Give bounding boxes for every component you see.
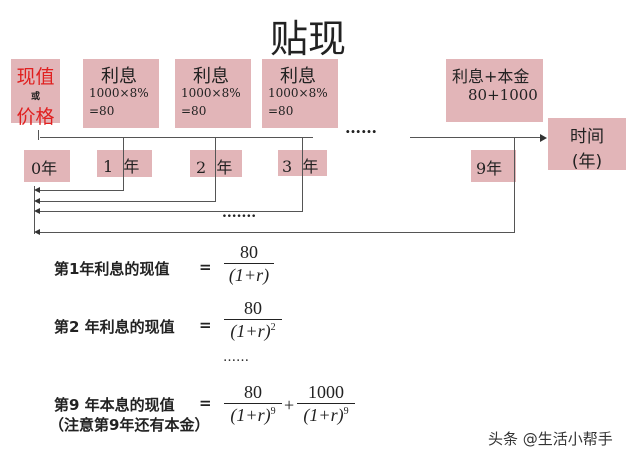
arrows-ellipsis: ....... — [222, 205, 257, 221]
year-0-box: 0年 — [24, 150, 70, 182]
interest-formula: 1000×8% — [268, 86, 328, 100]
formula-ellipsis: …… — [223, 350, 249, 365]
denominator-base: (1+r) — [230, 321, 271, 341]
interest-title: 利息 — [101, 66, 137, 87]
final-title: 利息+本金 — [452, 67, 530, 86]
interest-result: =80 — [181, 104, 207, 118]
denominator: (1+r)9 — [297, 403, 355, 426]
year-2-box: 2 年 — [190, 150, 242, 177]
principal-interest-box: 利息+本金 80+1000 — [446, 59, 543, 122]
exponent: 9 — [343, 406, 349, 417]
year-unit-label: (年) — [571, 152, 603, 172]
discount-line-1 — [36, 190, 124, 191]
axis-ellipsis: …… — [345, 118, 377, 137]
discount-line-3 — [36, 211, 303, 212]
present-label: 现值 — [16, 66, 55, 88]
price-label: 价格 — [16, 106, 55, 128]
arrow-left-icon — [34, 208, 40, 214]
axis-arrow-icon — [540, 134, 547, 142]
denominator: (1+r)9 — [224, 403, 282, 426]
interest-result: =80 — [268, 104, 294, 118]
discount-line-9 — [514, 137, 515, 233]
year-label: 1 年 — [103, 157, 140, 176]
exponent: 2 — [270, 322, 276, 333]
interest-formula: 1000×8% — [181, 86, 241, 100]
arrow-left-icon — [34, 187, 40, 193]
interest-title: 利息 — [280, 66, 316, 87]
arrow-left-icon — [34, 229, 40, 235]
year-9-box: 9年 — [471, 150, 516, 182]
time-axis-line-end — [410, 137, 542, 138]
denominator-base: (1+r) — [303, 405, 344, 425]
discount-line-3 — [302, 137, 303, 212]
final-value: 80+1000 — [468, 86, 538, 104]
year-label: 2 年 — [196, 158, 233, 177]
formula-9-label: 第9 年本息的现值 — [54, 396, 175, 414]
formula-2-fraction: 80(1+r)2 — [224, 298, 282, 342]
arrow-left-icon — [34, 198, 40, 204]
interest-box-2: 利息 1000×8% =80 — [175, 59, 251, 128]
exponent: 9 — [270, 406, 276, 417]
discount-line-2 — [36, 201, 216, 202]
denominator-base: (1+r) — [228, 265, 270, 285]
denominator-base: (1+r) — [230, 405, 271, 425]
denominator: (1+r)2 — [224, 319, 282, 342]
watermark: 头条 @生活小帮手 — [488, 430, 613, 448]
plus-sign: + — [284, 395, 295, 415]
or-label: 或 — [30, 92, 40, 102]
formula-2-label: 第2 年利息的现值 — [54, 318, 175, 336]
time-label: 时间 — [570, 127, 604, 147]
equals-sign: = — [199, 258, 212, 276]
formula-9-interest-fraction: 80(1+r)9 — [224, 382, 282, 426]
year-1-box: 1 年 — [97, 150, 152, 177]
year-label: 3 年 — [282, 157, 319, 176]
formula-1-label: 第1年利息的现值 — [54, 260, 170, 278]
formula-9-principal-fraction: 1000(1+r)9 — [297, 382, 355, 426]
axis-tick — [38, 130, 39, 140]
year-label: 9年 — [476, 159, 503, 178]
discount-line-9 — [36, 232, 515, 233]
denominator: (1+r) — [224, 263, 274, 286]
time-axis-line — [40, 137, 313, 138]
interest-box-1: 利息 1000×8% =80 — [83, 59, 159, 128]
interest-result: =80 — [89, 104, 115, 118]
interest-formula: 1000×8% — [89, 86, 149, 100]
slide-title: 贴现 — [270, 17, 347, 61]
present-value-box: 现值 或 价格 — [11, 59, 60, 128]
discount-line-1 — [123, 137, 124, 191]
numerator: 80 — [240, 242, 258, 262]
formula-1-fraction: 80 (1+r) — [224, 242, 274, 286]
interest-box-3: 利息 1000×8% =80 — [262, 59, 338, 128]
interest-title: 利息 — [193, 66, 229, 87]
formula-9-note: （注意第9年还有本金） — [49, 416, 210, 434]
discount-line-2 — [215, 137, 216, 202]
numerator: 80 — [244, 382, 262, 402]
equals-sign: = — [199, 316, 212, 334]
numerator: 1000 — [308, 382, 344, 402]
equals-sign: = — [199, 394, 212, 412]
numerator: 80 — [244, 298, 262, 318]
year-label: 0年 — [31, 159, 58, 178]
time-axis-box: 时间 (年) — [548, 118, 626, 172]
